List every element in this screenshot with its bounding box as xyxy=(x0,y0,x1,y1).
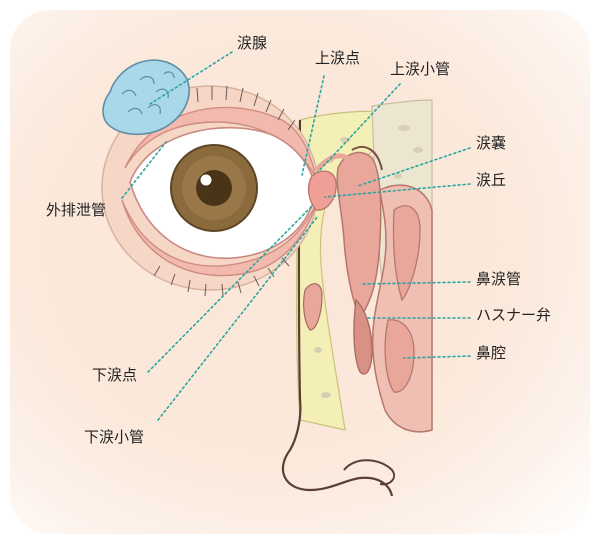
label-lower-punctum: 下涙点 xyxy=(92,366,138,384)
pupil xyxy=(196,170,232,206)
pupil-highlight xyxy=(200,174,212,186)
label-upper-canaliculus: 上涙小管 xyxy=(390,60,451,78)
inner-tissue xyxy=(303,283,323,331)
inferior-turbinate xyxy=(384,319,415,393)
label-lower-canaliculus: 下涙小管 xyxy=(84,428,145,446)
leader-lower-canaliculus xyxy=(157,215,319,421)
nasal-outline xyxy=(351,145,383,171)
leader-lacrimal-gland xyxy=(149,51,233,105)
nasolacrimal-duct-shape xyxy=(353,298,373,375)
label-excretory-ducts: 外排泄管 xyxy=(46,201,107,219)
label-upper-punctum: 上涙点 xyxy=(315,49,361,67)
leader-upper-canaliculus xyxy=(317,83,401,173)
caruncle-shape xyxy=(307,170,337,211)
leader-nasal-cavity xyxy=(403,355,471,359)
eye-group xyxy=(101,59,352,297)
leader-excretory-ducts xyxy=(121,141,167,199)
label-nasal-cavity: 鼻腔 xyxy=(476,344,507,362)
label-caruncle: 涙丘 xyxy=(476,171,507,189)
nostril xyxy=(343,459,396,486)
leader-lines xyxy=(121,51,471,421)
label-lacrimal-gland: 涙腺 xyxy=(237,34,268,52)
lacrimal-sac-shape xyxy=(336,151,382,320)
leader-lacrimal-sac xyxy=(357,147,471,187)
leader-lower-punctum xyxy=(147,205,313,373)
nasal-region xyxy=(295,99,433,433)
leader-nasolacrimal-duct xyxy=(361,281,471,285)
turbinate xyxy=(392,205,421,302)
label-hasner-valve: ハスナー弁 xyxy=(476,306,552,324)
nose-profile xyxy=(281,119,394,497)
lacrimal-gland-shape xyxy=(102,59,190,135)
leader-caruncle xyxy=(324,183,471,198)
leader-upper-punctum xyxy=(301,75,325,176)
label-nasolacrimal-duct: 鼻涙管 xyxy=(476,270,522,288)
label-lacrimal-sac: 涙嚢 xyxy=(476,134,507,152)
